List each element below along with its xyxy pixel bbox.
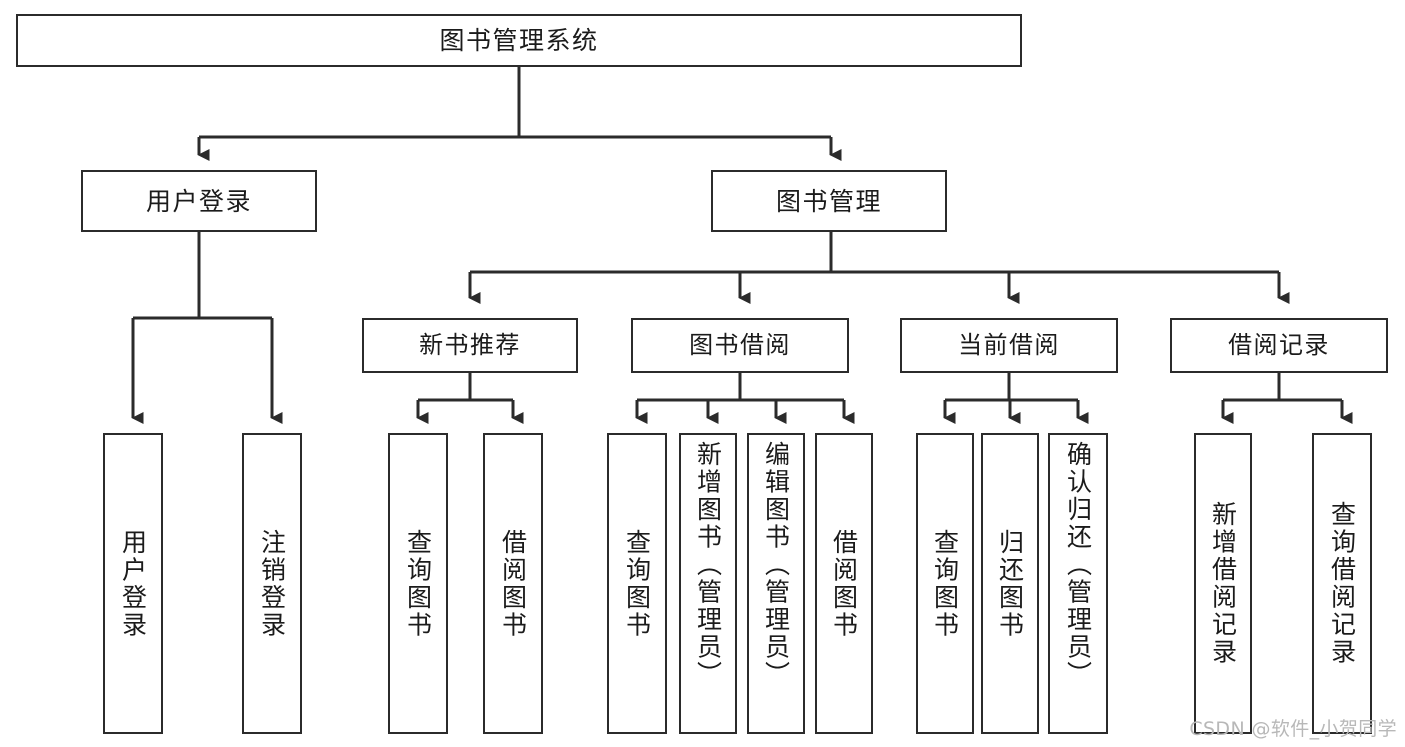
node-label: 借阅记录	[1228, 330, 1330, 359]
leaf-query-borrow-record[interactable]: 查询借阅记录	[1312, 433, 1372, 734]
node-label: 当前借阅	[958, 330, 1060, 359]
node-borrow-record[interactable]: 借阅记录	[1170, 318, 1388, 373]
leaf-user-login[interactable]: 用户登录	[103, 433, 163, 734]
node-label: 图书管理系统	[439, 26, 599, 55]
node-book-management[interactable]: 图书管理	[711, 170, 947, 232]
leaf-return-book[interactable]: 归还图书	[981, 433, 1039, 734]
node-label: 注销登录	[257, 528, 287, 639]
node-label: 编辑图书（管理员）	[761, 441, 791, 689]
node-label: 新书推荐	[419, 330, 521, 359]
node-label: 查询借阅记录	[1327, 501, 1357, 666]
leaf-logout[interactable]: 注销登录	[242, 433, 302, 734]
node-label: 查询图书	[622, 528, 652, 639]
node-label: 新增图书（管理员）	[693, 441, 723, 689]
leaf-query-book-borrow[interactable]: 查询图书	[607, 433, 667, 734]
node-current-borrow[interactable]: 当前借阅	[900, 318, 1118, 373]
leaf-borrow-book-newbook[interactable]: 借阅图书	[483, 433, 543, 734]
node-user-login[interactable]: 用户登录	[81, 170, 317, 232]
node-label: 归还图书	[995, 528, 1025, 639]
node-book-management-system[interactable]: 图书管理系统	[16, 14, 1022, 67]
node-label: 图书借阅	[689, 330, 791, 359]
node-label: 确认归还（管理员）	[1063, 441, 1093, 689]
node-label: 图书管理	[775, 186, 882, 216]
node-label: 新增借阅记录	[1208, 501, 1238, 666]
node-new-book-recommend[interactable]: 新书推荐	[362, 318, 578, 373]
node-label: 借阅图书	[829, 528, 859, 639]
leaf-add-borrow-record[interactable]: 新增借阅记录	[1194, 433, 1252, 734]
node-label: 借阅图书	[498, 528, 528, 639]
node-label: 用户登录	[145, 186, 252, 216]
leaf-borrow-book[interactable]: 借阅图书	[815, 433, 873, 734]
leaf-add-book-admin[interactable]: 新增图书（管理员）	[679, 433, 737, 734]
node-label: 用户登录	[118, 528, 148, 639]
node-label: 查询图书	[403, 528, 433, 639]
leaf-edit-book-admin[interactable]: 编辑图书（管理员）	[747, 433, 805, 734]
leaf-confirm-return-admin[interactable]: 确认归还（管理员）	[1048, 433, 1108, 734]
node-label: 查询图书	[930, 528, 960, 639]
leaf-query-book-newbook[interactable]: 查询图书	[388, 433, 448, 734]
node-book-borrow[interactable]: 图书借阅	[631, 318, 849, 373]
leaf-query-book-current[interactable]: 查询图书	[916, 433, 974, 734]
